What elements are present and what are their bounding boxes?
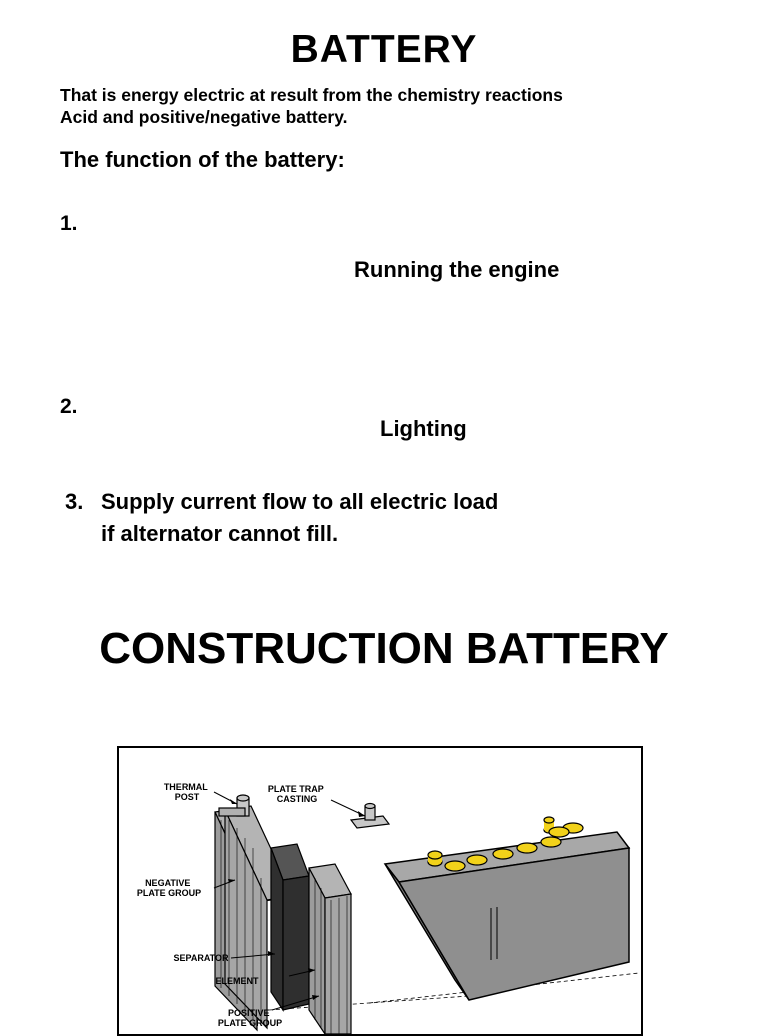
battery-illustration: THERMAL POST PLATE TRAP CASTING NEGATIVE… — [137, 782, 640, 1034]
leader-arrowheads — [228, 799, 365, 1000]
construction-title: CONSTRUCTION BATTERY — [99, 624, 669, 673]
label-separator: SEPARATOR — [173, 953, 229, 963]
item-3-number: 3. — [65, 489, 84, 514]
item-2-text: Lighting — [380, 416, 467, 441]
label-plate-trap-casting: PLATE TRAP CASTING — [268, 784, 326, 804]
item-3-line-2: if alternator cannot fill. — [101, 521, 339, 546]
item-2-number: 2. — [60, 395, 78, 418]
label-element: ELEMENT — [215, 976, 259, 986]
item-3-line-1: Supply current flow to all electric load — [101, 489, 499, 514]
intro-text: That is energy electric at result from t… — [60, 84, 563, 128]
item-3: 3. Supply current flow to all electric lo… — [65, 486, 498, 550]
negative-plate-group — [214, 805, 294, 1032]
function-heading: The function of the battery: — [60, 147, 345, 172]
battery-case — [383, 831, 631, 1001]
item-1-number: 1. — [60, 212, 78, 235]
plate-trap-casting — [349, 802, 391, 829]
label-negative-plate-group: NEGATIVE PLATE GROUP — [137, 878, 201, 898]
positive-plate-group — [308, 863, 352, 1034]
intro-line-2: Acid and positive/negative battery. — [60, 107, 348, 127]
intro-line-1: That is energy electric at result from t… — [60, 85, 563, 105]
battery-terminals — [427, 816, 584, 872]
separator-sheet — [270, 843, 310, 1012]
battery-construction-diagram: THERMAL POST PLATE TRAP CASTING NEGATIVE… — [117, 746, 643, 1036]
page-title: BATTERY — [290, 28, 478, 71]
thermal-post — [218, 794, 250, 817]
label-thermal-post: THERMAL POST — [164, 782, 210, 802]
label-positive-plate-group: POSITIVE PLATE GROUP — [218, 1008, 282, 1028]
item-1-text: Running the engine — [354, 257, 560, 282]
